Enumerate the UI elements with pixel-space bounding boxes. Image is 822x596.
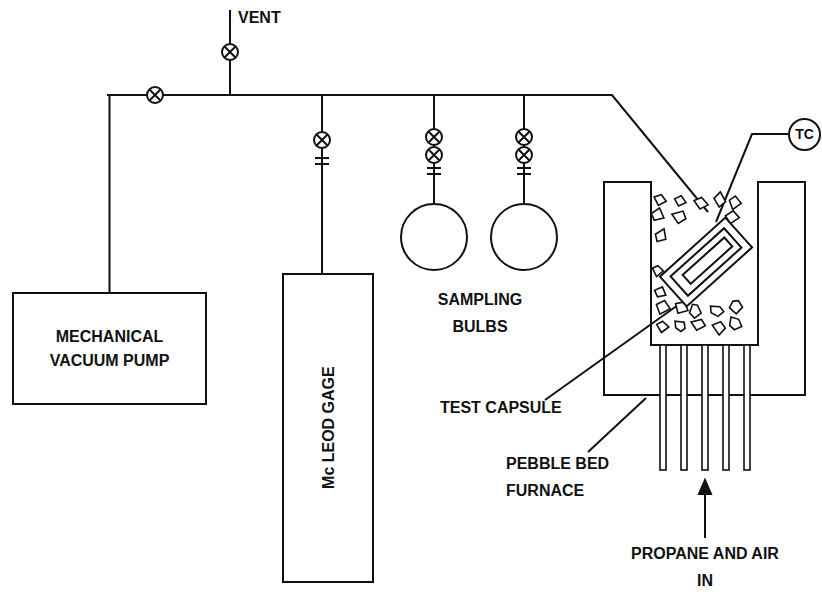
part-label: PEBBLE BED FURNACE [506,450,618,504]
valve-symbol [426,147,442,163]
pebble [654,195,666,206]
pebble [672,211,686,223]
part-label: PROPANE AND AIR IN [630,540,780,594]
sampling-bulb [491,204,557,270]
node-text: Mc LEOD GAGE [316,361,339,496]
pebble [711,306,724,316]
node-text: TC [795,124,814,144]
pebble [675,196,687,206]
burner-tube [660,345,666,470]
node-text: MECHANICAL VACUUM PUMP [14,325,205,371]
pebble [675,321,685,331]
burner-tube [744,345,750,470]
test-capsule [660,218,752,307]
pebble [691,320,705,331]
gage-box: Mc LEOD GAGE [282,273,374,583]
pebble [655,287,666,297]
pebble [655,229,665,242]
part-label: TEST CAPSULE [440,394,580,421]
leader-line [588,398,646,452]
burner-tube [681,345,687,470]
burner-tube [702,345,708,470]
pebble [690,304,702,318]
pebble [729,196,741,209]
pebble [729,301,742,314]
manifold-connector [110,95,323,292]
valve-symbol [222,44,238,60]
pebble [651,208,664,220]
pebble [714,192,726,207]
pebble [656,301,670,315]
arrowhead [699,480,711,494]
pebble [730,317,742,330]
sampling-bulb [401,204,467,270]
valve-symbol [147,87,163,103]
thermocouple-circle: TC [788,118,821,151]
valve-symbol [426,129,442,145]
coupling [315,158,531,174]
pebble [694,197,708,209]
pebble [657,321,669,332]
pump-box: MECHANICAL VACUUM PUMP [12,292,207,405]
part-label: VENT [238,4,318,31]
pebble [712,322,725,335]
valve-symbol [516,147,532,163]
part-label: SAMPLING BULBS [426,286,534,340]
burner-tubes [660,345,750,470]
leader-line [545,305,678,400]
valve-symbol [314,132,330,148]
valve-symbol [516,129,532,145]
burner-tube [723,345,729,470]
